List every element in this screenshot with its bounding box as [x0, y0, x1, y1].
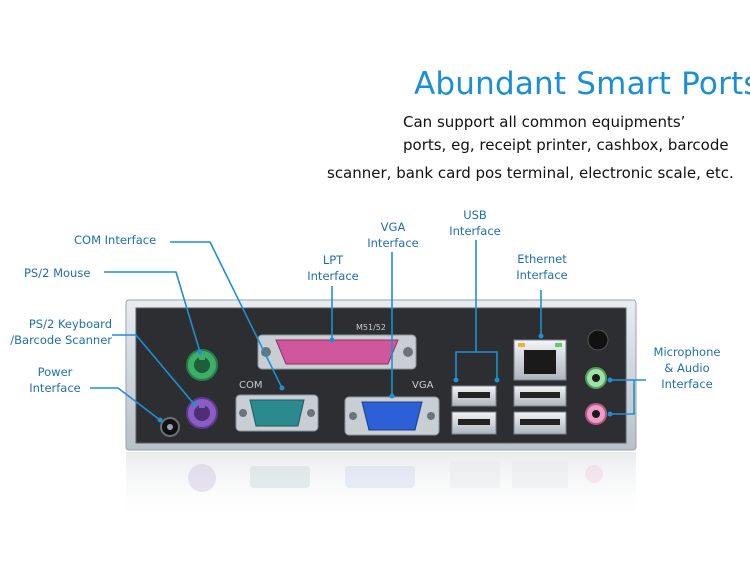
com-interface-label: COM Interface — [74, 233, 157, 247]
lpt-interface-label: LPT Interface — [300, 252, 366, 284]
lpt-label-line-2: Interface — [307, 269, 359, 283]
callout-lines — [90, 240, 646, 421]
com-port — [235, 394, 319, 432]
power-port — [160, 417, 180, 437]
callout-dots — [157, 333, 613, 423]
lpt-label-line-1: LPT — [322, 253, 344, 267]
vga-port — [344, 396, 440, 436]
audio-label-line-1: Microphone — [653, 345, 721, 359]
ps2-keyboard-port — [186, 397, 218, 429]
audio-label-line-3: Interface — [661, 377, 713, 391]
usb-label-line-1: USB — [463, 208, 487, 222]
description-line-2: ports, eg, receipt printer, cashbox, bar… — [403, 136, 729, 154]
power-interface-label: Power Interface — [22, 364, 88, 396]
ps2-keyboard-label-line-1: PS/2 Keyboard — [28, 317, 112, 331]
usb-label-line-2: Interface — [449, 224, 501, 238]
ethernet-interface-label: Ethernet Interface — [506, 251, 578, 283]
power-label-line-1: Power — [37, 365, 73, 379]
usb-ports — [451, 385, 567, 435]
vga-label-line-2: Interface — [367, 236, 419, 250]
audio-jacks — [585, 329, 609, 425]
vga-interface-label: VGA Interface — [360, 219, 426, 251]
microphone-audio-interface-label: Microphone & Audio Interface — [644, 344, 730, 392]
panel-reflection — [126, 452, 636, 522]
ethernet-label-line-2: Interface — [516, 268, 568, 282]
ps2-keyboard-label-line-2: /Barcode Scanner — [10, 333, 112, 347]
lpt-port — [257, 334, 417, 370]
ps2-mouse-label: PS/2 Mouse — [24, 266, 91, 280]
ps2-keyboard-label: PS/2 Keyboard /Barcode Scanner — [0, 316, 112, 348]
heading: Abundant Smart Ports — [414, 66, 750, 102]
power-label-line-2: Interface — [29, 381, 81, 395]
description-line-3: scanner, bank card pos terminal, electro… — [327, 164, 734, 182]
ethernet-label-line-1: Ethernet — [517, 252, 567, 266]
vga-marking: VGA — [412, 380, 434, 391]
ethernet-port — [513, 339, 567, 381]
com-marking: COM — [239, 380, 262, 391]
audio-label-line-2: & Audio — [664, 361, 710, 375]
vga-label-line-1: VGA — [380, 220, 406, 234]
usb-interface-label: USB Interface — [442, 207, 508, 239]
ps2-mouse-port — [186, 349, 218, 381]
model-marking: M51/52 — [356, 323, 386, 332]
description-line-1: Can support all common equipments’ — [403, 113, 686, 131]
